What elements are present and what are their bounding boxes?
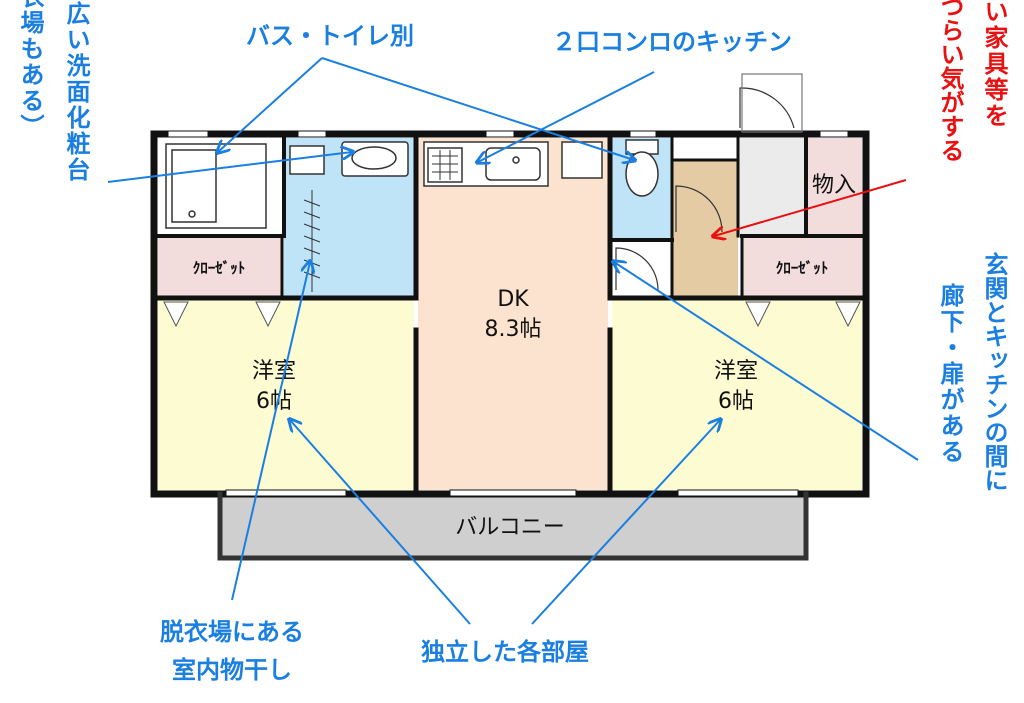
closet-markers — [163, 301, 861, 328]
bedroom-east-size: 6帖 — [718, 389, 754, 414]
dk-label: DK — [497, 287, 529, 312]
genkan-floor — [738, 138, 804, 238]
arrow-drying — [231, 262, 310, 601]
bedroom-east-name: 洋室 — [714, 359, 758, 384]
arrow-bath — [218, 57, 323, 152]
storage-label: 物入 — [812, 173, 856, 198]
note-drying-line-1: 脱衣場にある — [160, 618, 304, 646]
annotation-arrows — [107, 57, 919, 625]
dk-floor — [418, 138, 608, 490]
entry-floor — [672, 160, 738, 298]
note-corridor-col-1: 玄関とキッチンの間に — [980, 251, 1008, 492]
dk-size: 8.3帖 — [485, 317, 542, 342]
note-washroom-col-1: 独立した広い洗面化粧台 — [62, 0, 90, 183]
walls — [150, 130, 870, 561]
balcony-label: バルコニー — [455, 515, 565, 540]
note-corridor-col-2: 廊下・扉がある — [936, 282, 964, 465]
annotations: バス・トイレ別 ２口コンロのキッチン 独立した各部屋 脱衣場にある 室内物干し … — [14, 0, 1011, 687]
drying-rack-icon — [303, 190, 321, 292]
arrow-room-west — [290, 420, 471, 625]
door-swings — [615, 73, 803, 291]
note-furniture-col-2: 搬入しづらい気がする — [936, 0, 964, 162]
stove-icon — [423, 141, 603, 187]
washbasin-icon — [289, 141, 409, 177]
bedroom-west-floor — [158, 300, 414, 490]
note-kitchen: ２口コンロのキッチン — [552, 28, 792, 56]
room-labels: DK 8.3帖 洋室 6帖 洋室 6帖 バルコニー 物入 ｸﾛｰｾﾞｯﾄ ｸﾛｰ… — [193, 173, 856, 540]
bedroom-west-name: 洋室 — [252, 359, 296, 384]
storage-floor — [806, 138, 862, 234]
note-drying-line-2: 室内物干し — [172, 656, 292, 684]
note-washroom-col-2: （脱衣場もある） — [16, 0, 44, 140]
closet-left-label: ｸﾛｰｾﾞｯﾄ — [193, 259, 246, 277]
closet-right-label: ｸﾛｰｾﾞｯﾄ — [776, 259, 829, 277]
arrow-corridor — [614, 262, 919, 461]
bathtub-icon — [165, 143, 267, 229]
closet-right-floor — [742, 238, 862, 296]
balcony-floor — [220, 494, 804, 556]
toilet-icon — [625, 139, 659, 197]
note-bath-toilet: バス・トイレ別 — [246, 22, 414, 50]
windows — [167, 130, 849, 497]
arrow-kitchen — [478, 71, 655, 162]
bedroom-west-size: 6帖 — [256, 389, 292, 414]
note-furniture-col-1: 大きい家具等を — [980, 0, 1008, 129]
arrow-washbasin — [107, 152, 352, 183]
arrow-furniture — [714, 179, 907, 236]
arrow-room-east — [531, 420, 720, 625]
note-rooms-independent: 独立した各部屋 — [421, 638, 589, 666]
closet-left-floor — [158, 238, 282, 296]
bedroom-east-floor — [612, 300, 862, 490]
arrow-toilet — [321, 57, 634, 160]
